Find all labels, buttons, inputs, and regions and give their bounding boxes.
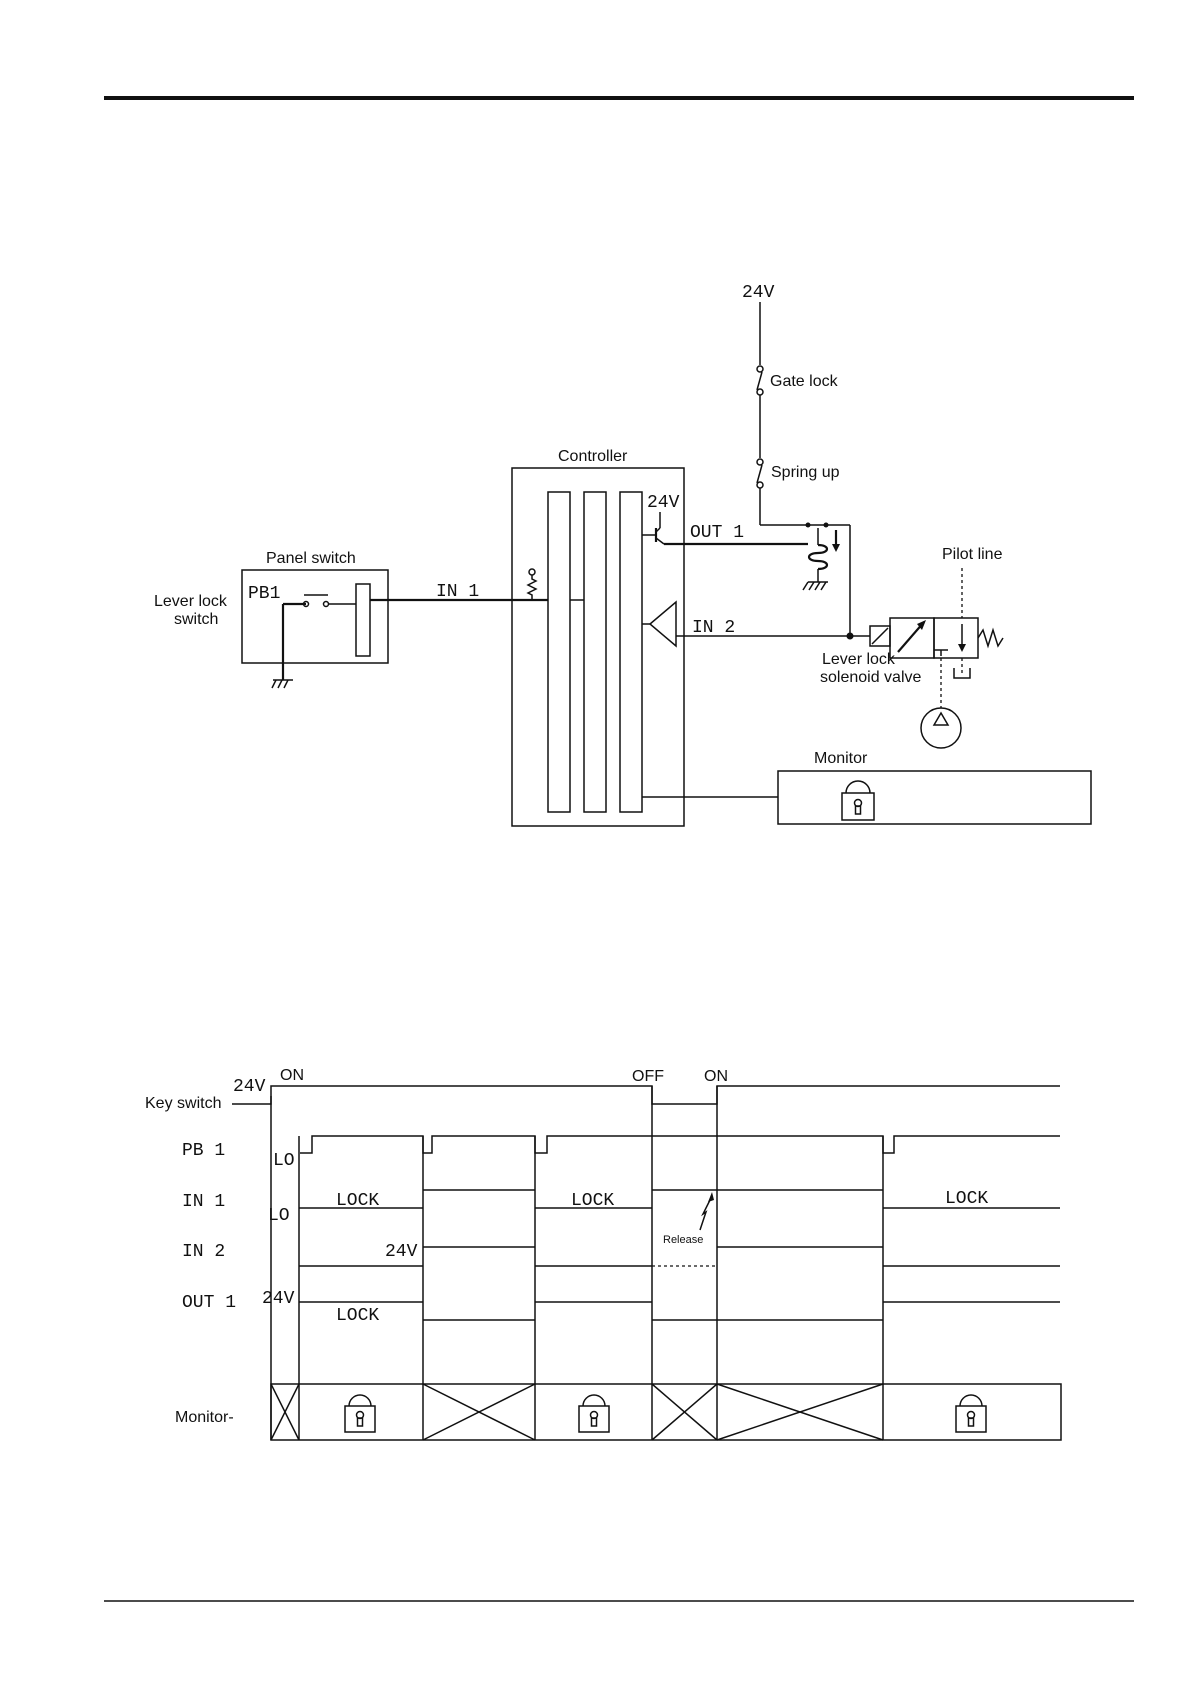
in1-label: IN 1 bbox=[436, 582, 479, 602]
in2-24v: 24V bbox=[385, 1242, 418, 1262]
out1-24v: 24V bbox=[262, 1289, 295, 1309]
input-buffer bbox=[650, 602, 676, 646]
controller-label: Controller bbox=[558, 448, 628, 465]
release-label: Release bbox=[663, 1234, 703, 1246]
lock-in1-a: LOCK bbox=[336, 1191, 379, 1211]
lever-lock-switch-label-2: switch bbox=[174, 611, 218, 628]
gate-lock-switch bbox=[757, 366, 763, 395]
out1-wave bbox=[299, 1302, 1060, 1320]
panel-switch-label: Panel switch bbox=[266, 550, 356, 567]
pb1-row-label: PB 1 bbox=[182, 1141, 225, 1161]
monitor-box bbox=[778, 771, 1091, 824]
circuit-diagram: 24V Gate lock Spring up bbox=[154, 283, 1091, 826]
lock-in1-b: LOCK bbox=[571, 1191, 614, 1211]
spring-up-switch bbox=[757, 459, 763, 488]
lo-label-2: LO bbox=[268, 1206, 290, 1226]
in1-row-label: IN 1 bbox=[182, 1192, 225, 1212]
pump-symbol bbox=[921, 708, 961, 748]
output-transistor bbox=[642, 512, 664, 544]
controller-bar-3 bbox=[620, 492, 642, 812]
pb1-wave bbox=[300, 1136, 1060, 1153]
gate-lock-label: Gate lock bbox=[770, 373, 839, 390]
lock-out1: LOCK bbox=[336, 1306, 379, 1326]
lock-icon bbox=[345, 1395, 375, 1432]
key-switch-24v: 24V bbox=[233, 1077, 266, 1097]
pb1-switch bbox=[283, 584, 370, 656]
lock-in1-c: LOCK bbox=[945, 1189, 988, 1209]
on-label-2: ON bbox=[704, 1068, 728, 1085]
ground-symbol-panel bbox=[272, 680, 293, 688]
monitor-row-box bbox=[271, 1384, 1061, 1440]
pullup-resistor bbox=[528, 575, 536, 600]
controller-box bbox=[512, 468, 684, 826]
solenoid-label-1: Lever lock bbox=[822, 651, 896, 668]
lo-label-1: LO bbox=[273, 1151, 295, 1171]
out1-row-label: OUT 1 bbox=[182, 1293, 236, 1313]
spring-up-label: Spring up bbox=[771, 464, 840, 481]
in2-label: IN 2 bbox=[692, 618, 735, 638]
in2-row-label: IN 2 bbox=[182, 1242, 225, 1262]
lock-icon bbox=[956, 1395, 986, 1432]
controller-bar-2 bbox=[584, 492, 606, 812]
monitor-row-label: Monitor- bbox=[175, 1409, 234, 1426]
key-switch-wave bbox=[232, 1086, 1060, 1104]
controller-24v-label: 24V bbox=[647, 493, 680, 513]
supply-label: 24V bbox=[742, 283, 775, 303]
solenoid-label-2: solenoid valve bbox=[820, 669, 922, 686]
key-switch-label: Key switch bbox=[145, 1095, 221, 1112]
lock-icon bbox=[842, 781, 874, 820]
out1-label: OUT 1 bbox=[690, 523, 744, 543]
lock-icon bbox=[579, 1395, 609, 1432]
pilot-line-label: Pilot line bbox=[942, 546, 1003, 563]
on-label-1: ON bbox=[280, 1067, 304, 1084]
relay-coil bbox=[803, 523, 840, 591]
timing-chart: Key switch 24V ON OFF ON PB 1 IN 1 IN 2 … bbox=[145, 1067, 1061, 1440]
lever-lock-switch-label-1: Lever lock bbox=[154, 593, 228, 610]
pb1-label: PB1 bbox=[248, 584, 280, 604]
off-label: OFF bbox=[632, 1068, 664, 1085]
controller-bar-1 bbox=[548, 492, 570, 812]
monitor-label: Monitor bbox=[814, 750, 868, 767]
